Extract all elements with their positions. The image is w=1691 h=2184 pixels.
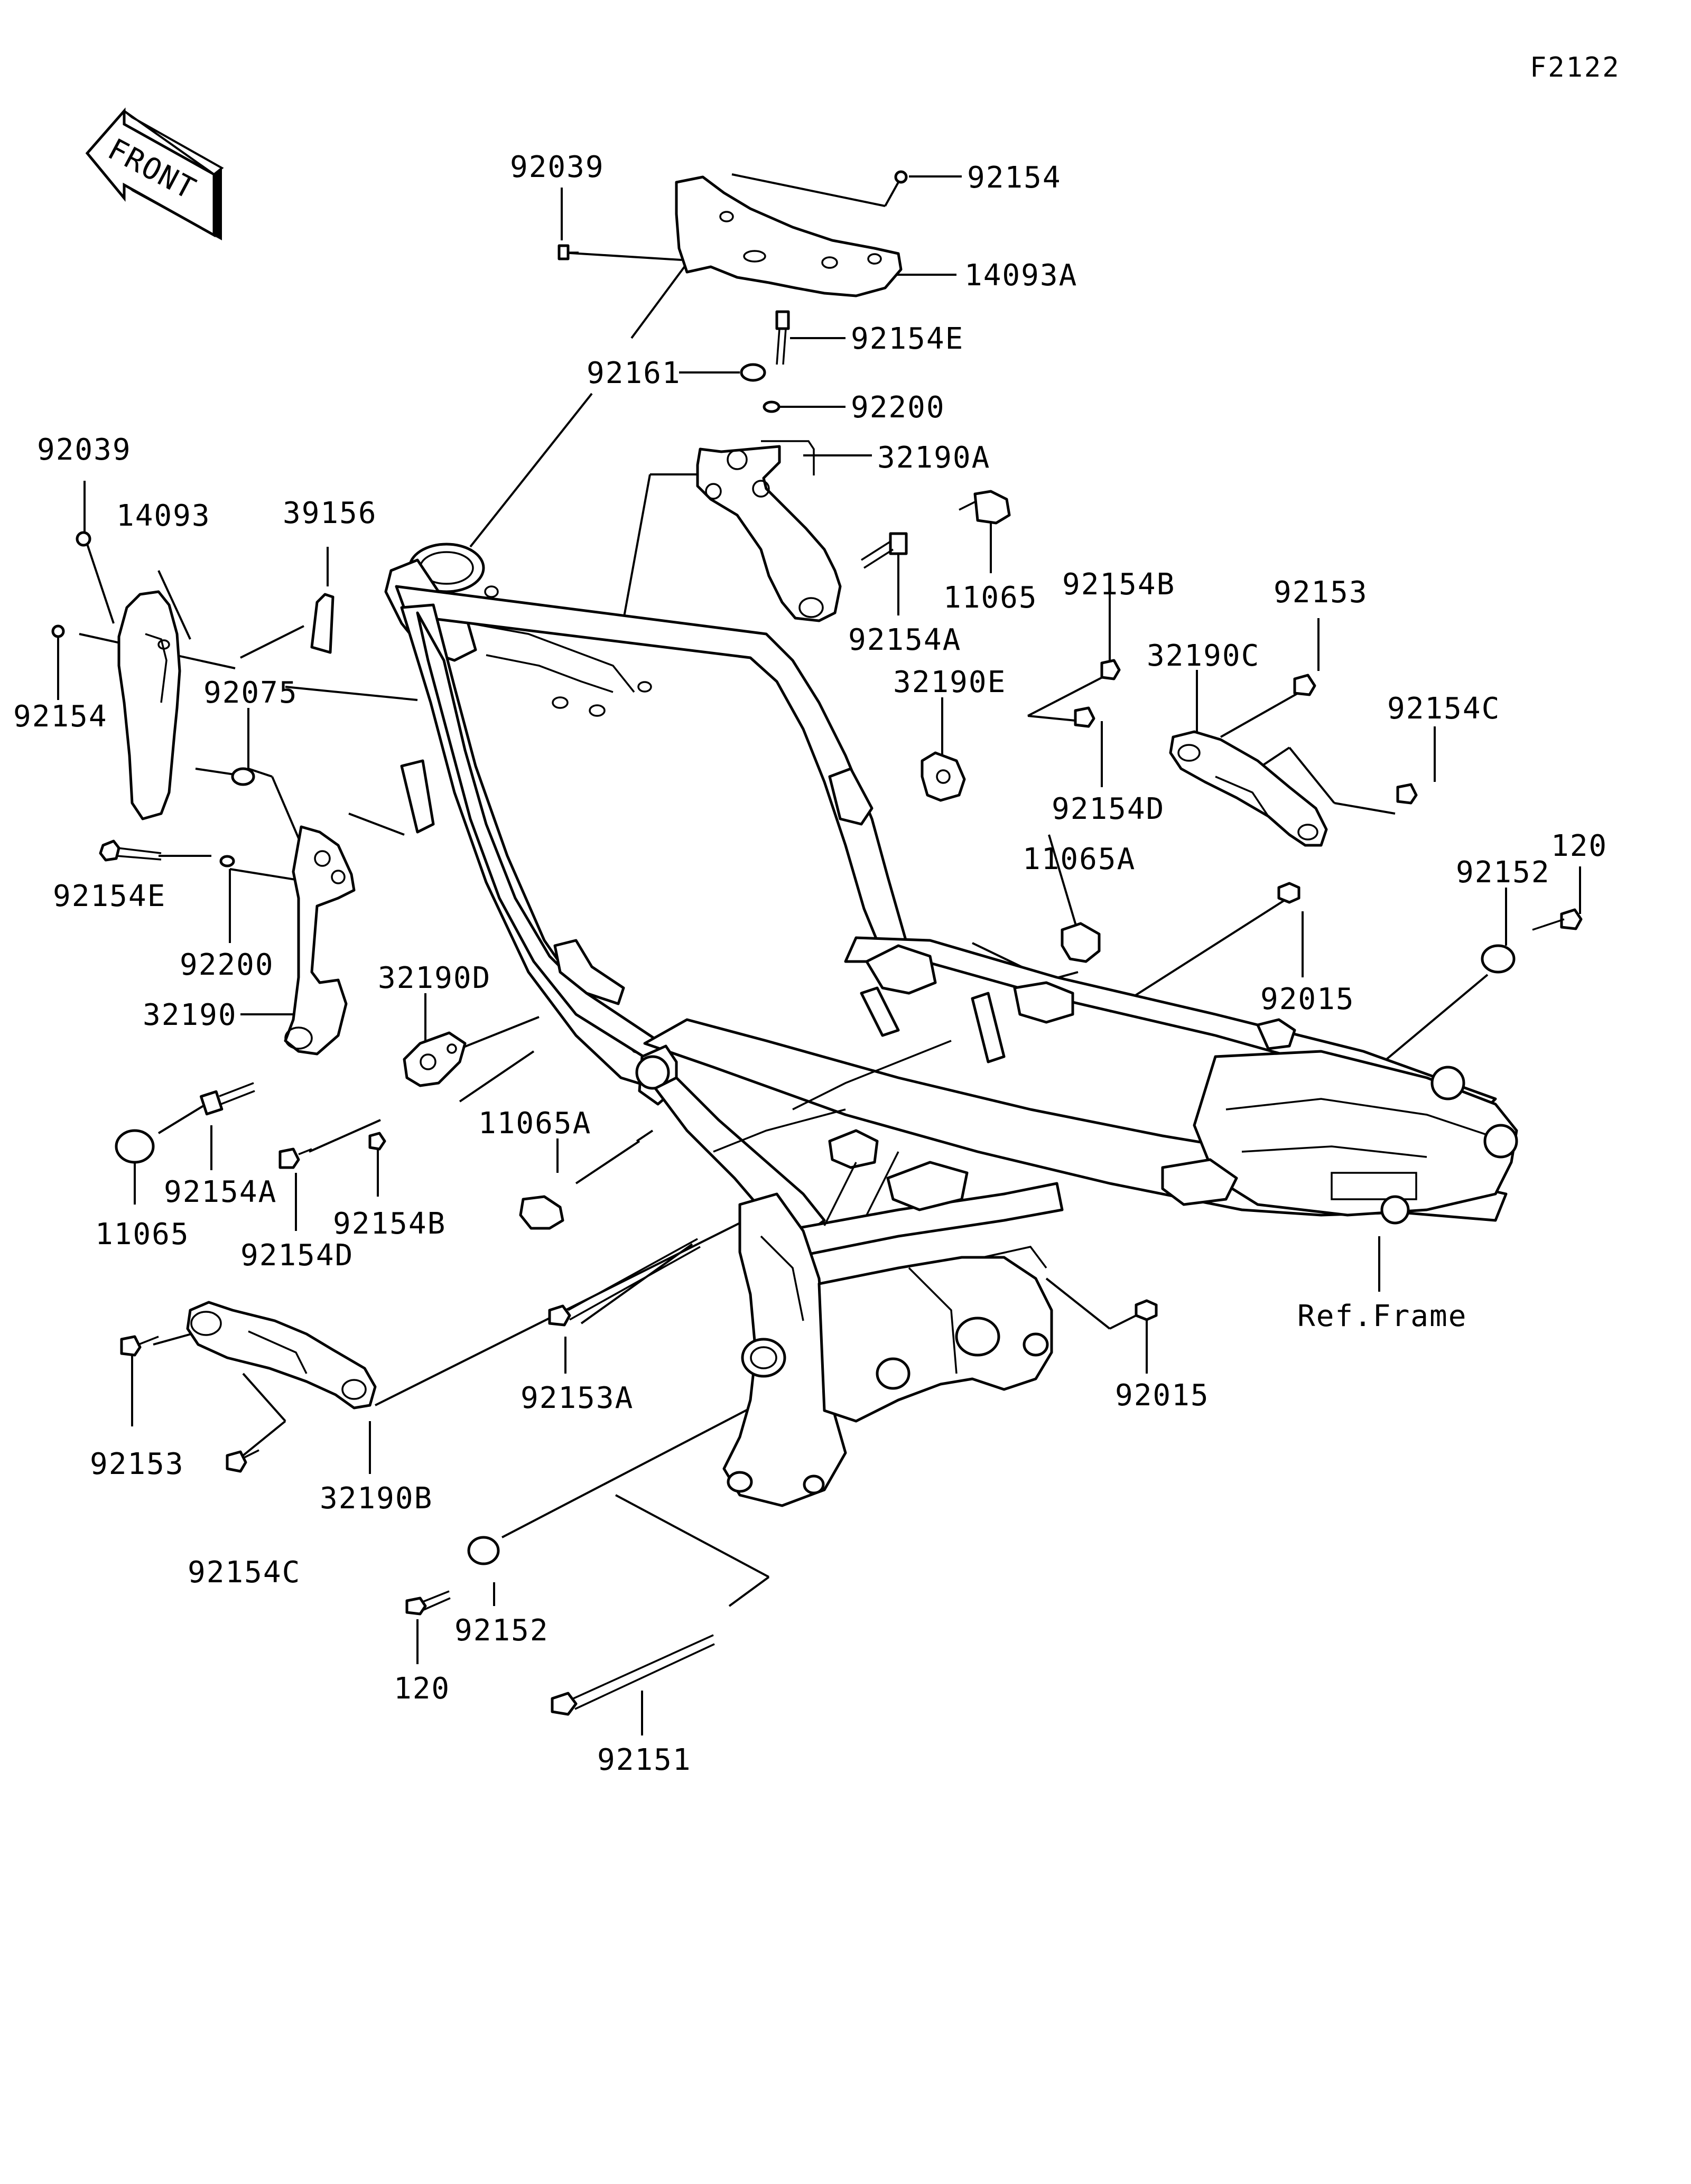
- bolt-92154e-left: [99, 839, 162, 862]
- callout-label: 92151: [597, 1743, 692, 1777]
- ref-frame-label: Ref.Frame: [1297, 1299, 1467, 1333]
- callout-label: 92039: [37, 433, 132, 467]
- cap-11065a-right: [1061, 922, 1101, 963]
- bolt-92154-top: [894, 170, 908, 184]
- callout-label: 92075: [203, 676, 298, 710]
- callout-label: 92154: [967, 161, 1062, 195]
- callout-label: 92153A: [521, 1381, 634, 1415]
- bolt-120-bottom: [405, 1590, 451, 1616]
- callout-label: 11065A: [1023, 842, 1136, 876]
- bolt-92153-left: [120, 1335, 159, 1357]
- callout-label: 92153: [90, 1447, 184, 1481]
- callout-label: 92154B: [333, 1207, 446, 1241]
- callout-label: 92200: [851, 390, 945, 425]
- front-arrow-icon: FRONT: [85, 107, 224, 240]
- callout-label: 92015: [1115, 1378, 1210, 1413]
- collar-92075: [231, 767, 255, 786]
- callout-label: 11065: [95, 1217, 190, 1252]
- bolt-120-right: [1532, 908, 1583, 931]
- callout-label: 92154E: [851, 322, 964, 356]
- cap-11065-left: [115, 1129, 155, 1164]
- callout-label: 32190D: [378, 961, 491, 995]
- cap-11065a-left: [519, 1195, 564, 1230]
- bolt-92151: [551, 1634, 715, 1716]
- callout-label: 92154D: [1052, 792, 1165, 826]
- callout-label: 92152: [1456, 855, 1550, 890]
- bracket-32190: [284, 825, 356, 1056]
- bolt-92154c-right: [1396, 783, 1418, 805]
- bracket-32190e: [921, 751, 966, 802]
- bracket-32190b: [186, 1301, 377, 1410]
- washer-92200-top: [763, 400, 781, 413]
- callout-label: 14093: [116, 499, 211, 533]
- callout-label: 92154D: [240, 1238, 354, 1273]
- callout-label: 92200: [180, 948, 274, 982]
- washer-92200-left: [219, 855, 235, 867]
- figure-id: F2122: [1530, 52, 1621, 83]
- callout-label: 92154C: [1387, 692, 1500, 726]
- bolt-92154e-top: [775, 310, 790, 365]
- top-bracket-cover-14093a: [675, 175, 903, 297]
- bolt-92154d-left: [278, 1147, 312, 1169]
- bolt-92152-bottom: [467, 1536, 500, 1565]
- bolt-92039-left: [76, 531, 91, 547]
- bracket-32190d: [403, 1031, 467, 1087]
- bolt-92154c-left: [226, 1449, 259, 1473]
- callout-label: 120: [1551, 829, 1608, 863]
- callout-label: 92154E: [53, 879, 166, 913]
- bolt-92153-right: [1293, 674, 1316, 696]
- callout-label: 14093A: [964, 258, 1077, 293]
- bolt-92154-left: [51, 624, 65, 638]
- bolt-92152-right: [1481, 944, 1516, 974]
- bolt-92039-top: [558, 244, 579, 260]
- callout-label: 32190A: [877, 441, 990, 475]
- callout-label: 120: [394, 1672, 450, 1706]
- label-39156: [310, 593, 335, 654]
- callout-label: 92015: [1260, 982, 1355, 1016]
- cap-11065-top: [959, 490, 1011, 525]
- callout-label: 92153: [1274, 575, 1368, 610]
- leader-lines: [57, 173, 1581, 1735]
- callout-label: 32190E: [893, 665, 1006, 699]
- collar-92161: [740, 363, 766, 382]
- callout-label: 92152: [454, 1613, 549, 1648]
- bracket-32190c: [1169, 730, 1328, 847]
- callout-label: 92161: [587, 356, 681, 390]
- callout-label: 11065A: [478, 1106, 591, 1141]
- bolt-92154a-left: [199, 1082, 255, 1116]
- cover-14093: [117, 590, 181, 820]
- nut-92015-right: [1277, 882, 1300, 904]
- callout-label: 11065: [943, 581, 1038, 615]
- callout-label: 32190B: [320, 1481, 433, 1516]
- bolt-92153a: [548, 1238, 701, 1327]
- callout-label: 32190C: [1147, 639, 1260, 673]
- callout-label: 32190: [143, 998, 237, 1032]
- motorcycle-frame: [384, 543, 1518, 1507]
- bolt-92154a-top: [861, 532, 908, 569]
- callout-label: 92154A: [848, 623, 961, 657]
- callout-label: 39156: [283, 496, 377, 530]
- callout-labels: 92039 92154 14093A 92154E 92161 92200 32…: [13, 150, 1608, 1777]
- callout-label: 92154C: [188, 1555, 301, 1590]
- callout-label: 92039: [510, 150, 605, 184]
- bracket-32190a: [696, 440, 842, 622]
- callout-label: 92154A: [164, 1175, 277, 1209]
- bolt-92154b-left: [368, 1132, 386, 1151]
- nut-92015-bottom: [1135, 1299, 1158, 1321]
- callout-label: 92154B: [1062, 567, 1175, 602]
- bolt-92154b-right: [1100, 659, 1121, 680]
- bolt-92154d-right: [1074, 706, 1095, 728]
- callout-label: 92154: [13, 699, 108, 734]
